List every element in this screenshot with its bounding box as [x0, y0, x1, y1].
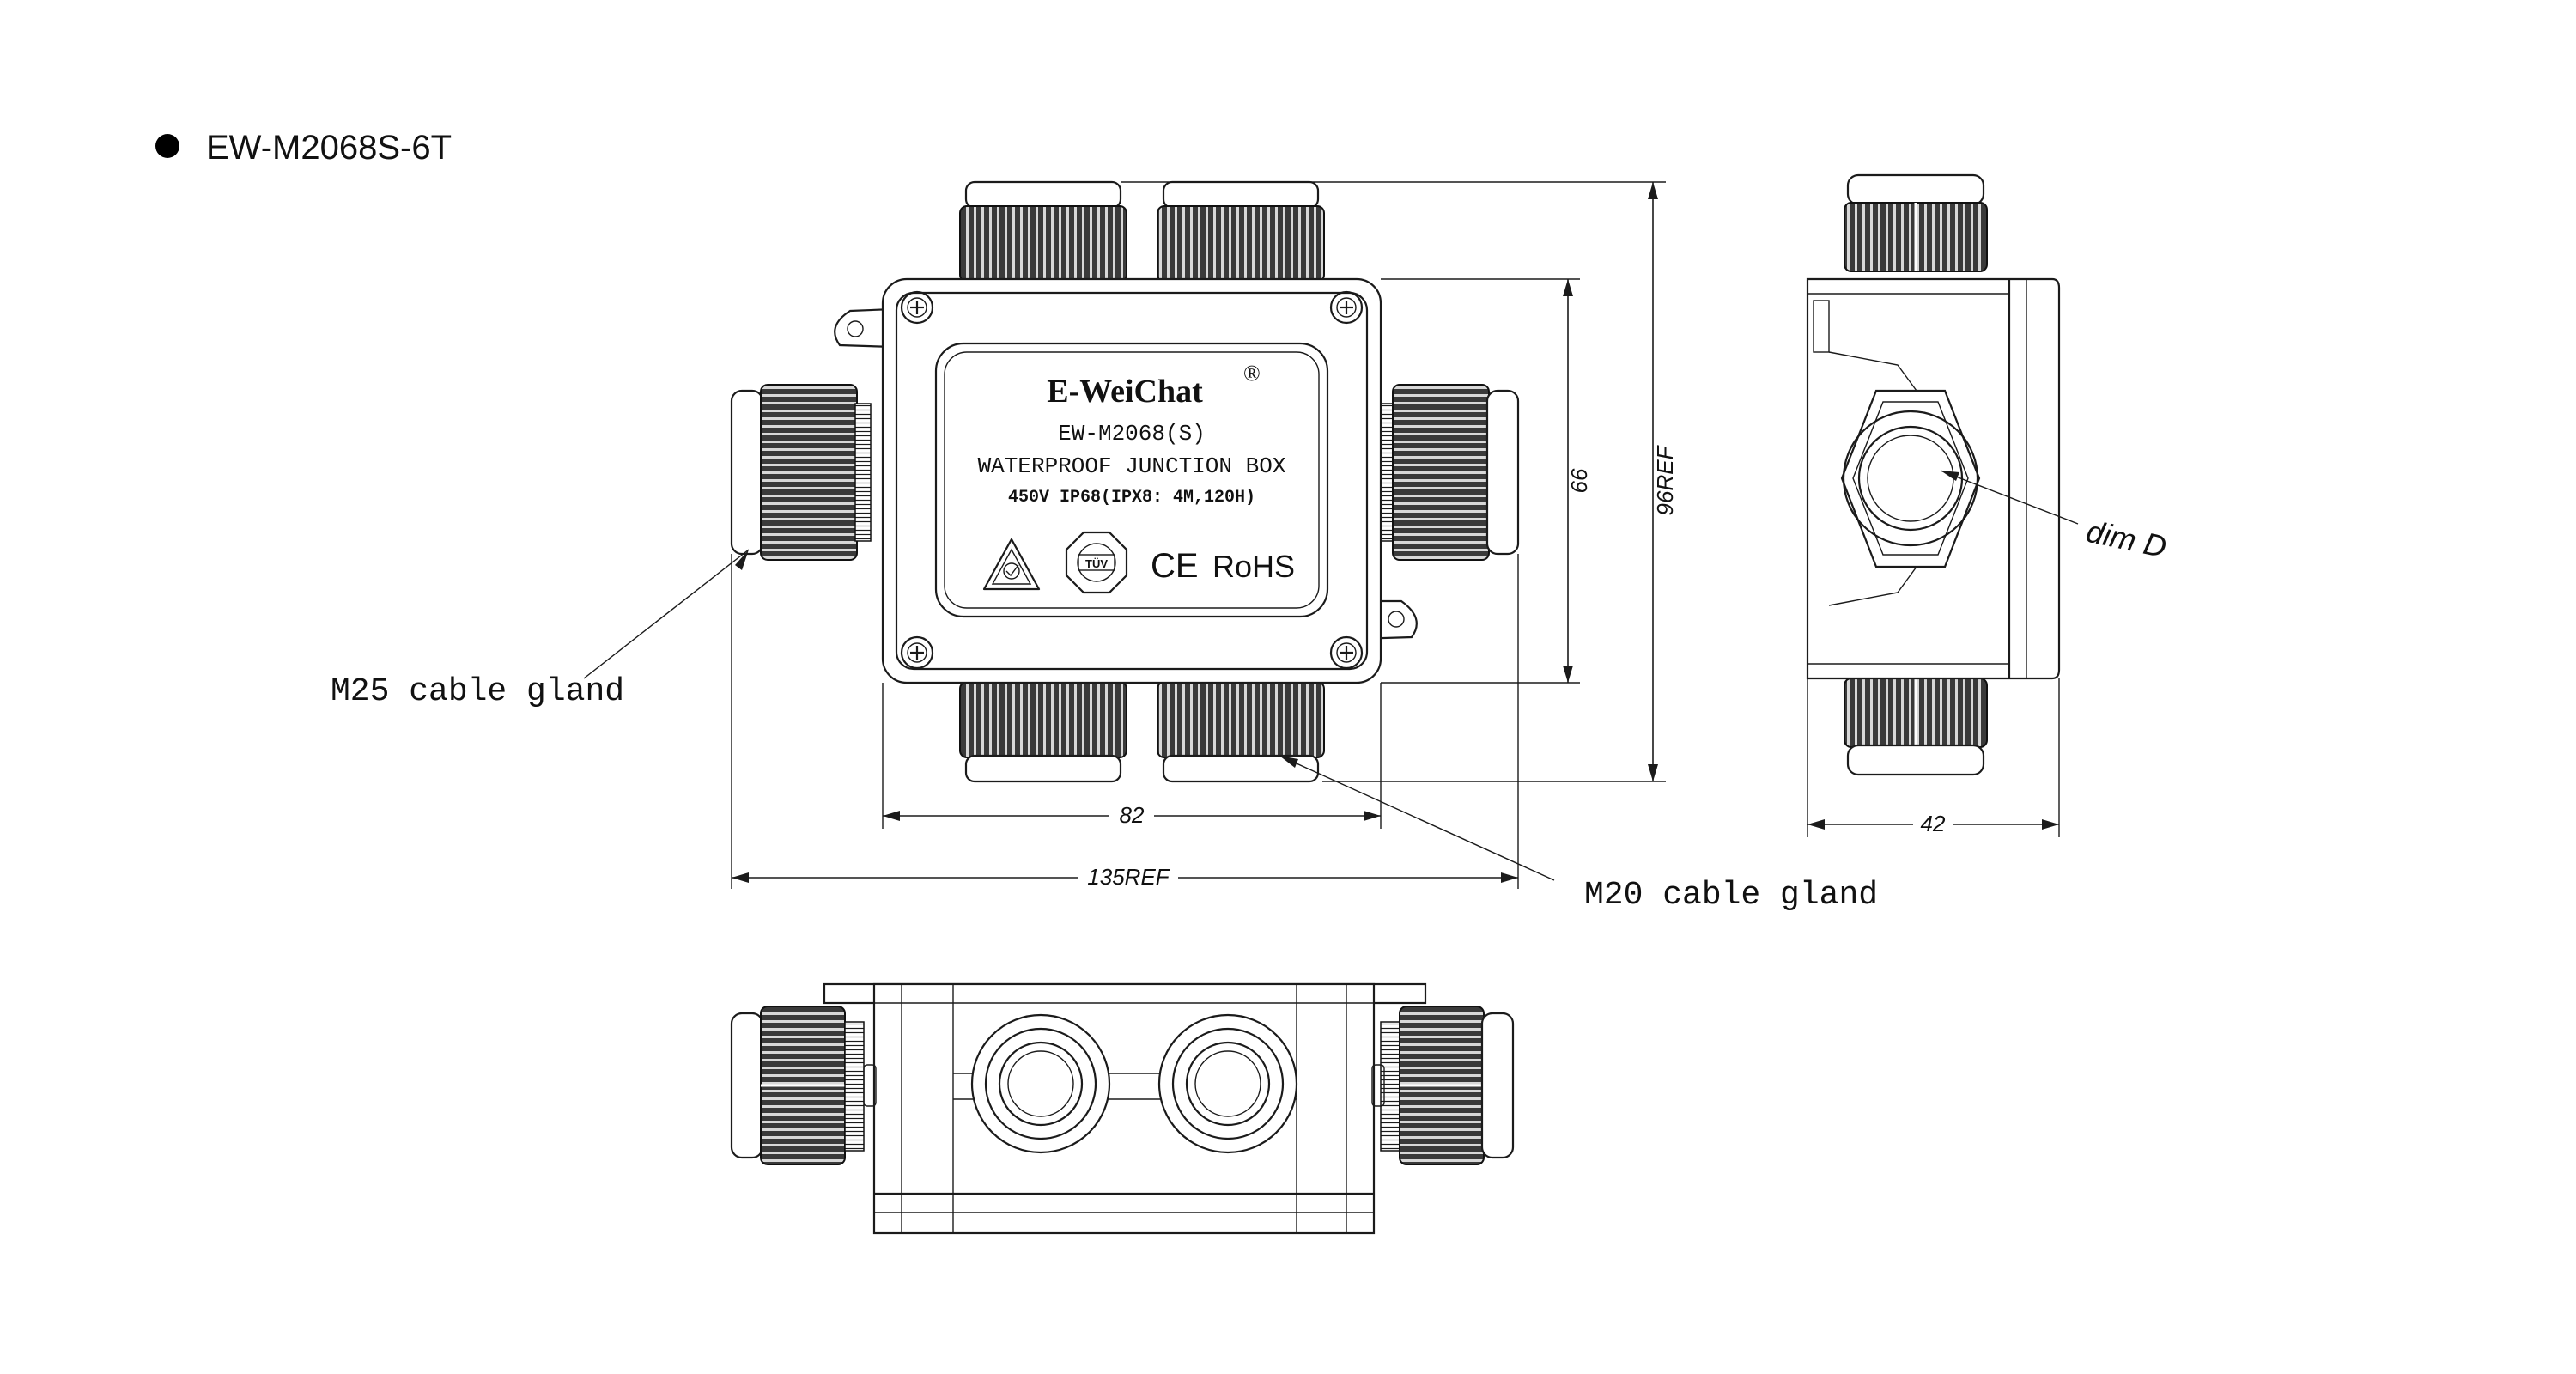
- dim-96ref-label: 96REF: [1652, 444, 1678, 515]
- ce-mark-icon: CE: [1151, 547, 1199, 585]
- callout-m20: M20 cable gland: [1279, 755, 1878, 914]
- gland-left-m25: [730, 384, 872, 561]
- bottom-body: [872, 982, 1376, 1235]
- front-view: E-WeiChat ® EW-M2068(S) WATERPROOF JUNCT…: [331, 180, 1878, 914]
- callout-m25-label: M25 cable gland: [331, 673, 624, 710]
- dim-135ref-label: 135REF: [1087, 864, 1170, 890]
- gland-top-left: [959, 180, 1127, 295]
- model-text: EW-M2068(S): [1058, 421, 1206, 447]
- mount-ear-left: [834, 307, 895, 349]
- rating-text: 450V IP68(IPX8: 4M,120H): [1008, 488, 1255, 508]
- check-mark-icon: [982, 538, 1041, 591]
- gland-right-m25: [1378, 384, 1520, 561]
- dimension-66: 66: [1381, 278, 1592, 684]
- corner-screws: [900, 290, 1364, 670]
- dim-66-label: 66: [1566, 468, 1592, 493]
- page-title: EW-M2068S-6T: [206, 129, 452, 167]
- dim-82-label: 82: [1120, 802, 1145, 828]
- label-plate: [934, 342, 1329, 618]
- product-text: WATERPROOF JUNCTION BOX: [978, 453, 1286, 479]
- rohs-text: RoHS: [1212, 549, 1295, 584]
- bottom-view: [730, 982, 1515, 1235]
- dim-42-label: 42: [1921, 811, 1946, 836]
- gland-bottom-left: [959, 669, 1127, 783]
- box-body: [881, 277, 1382, 684]
- callout-m20-label: M20 cable gland: [1584, 877, 1878, 914]
- bullet-icon: [155, 134, 179, 158]
- dimension-135ref: 135REF: [731, 554, 1519, 890]
- callout-m25: M25 cable gland: [331, 549, 750, 710]
- registered-mark: ®: [1243, 361, 1261, 386]
- dim-d-label: dim D: [2083, 514, 2169, 565]
- brand-text: E-WeiChat: [1047, 374, 1203, 410]
- side-view: dim D 42: [1806, 173, 2170, 837]
- tuv-mark-icon: TÜV: [1065, 531, 1128, 594]
- gland-top-right: [1157, 180, 1325, 295]
- dimension-82: 82: [882, 683, 1382, 829]
- dimension-96ref: 96REF: [1121, 181, 1678, 782]
- tuv-text: TÜV: [1085, 557, 1108, 570]
